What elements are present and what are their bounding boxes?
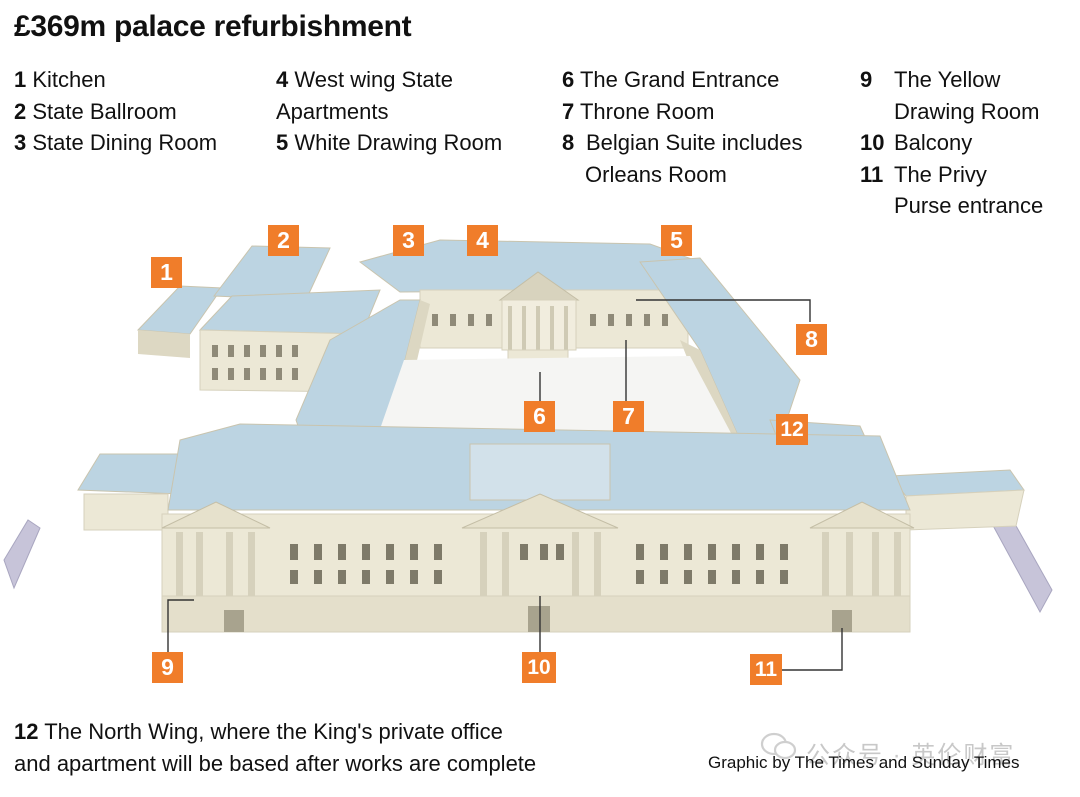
right-pediment <box>809 501 915 529</box>
marker-5: 5 <box>661 225 692 256</box>
east-wing-wall <box>680 340 740 440</box>
centre-pediment <box>461 493 619 529</box>
east-front-windows <box>290 544 788 584</box>
courtyard-facade-columns <box>508 306 568 350</box>
left-pavilion-wall <box>83 493 169 531</box>
graphic-credit: Graphic by The Times and Sunday Times <box>708 753 1020 772</box>
marker-12: 12 <box>776 414 808 445</box>
wechat-logo-icon <box>760 732 797 760</box>
left-pediment <box>161 501 271 529</box>
marker-8: 8 <box>796 324 827 355</box>
legend-item-yellow-drawing-room-cont: Drawing Room <box>894 98 1040 124</box>
marker-9: 9 <box>152 652 183 683</box>
marker-3: 3 <box>393 225 424 256</box>
legend-item-grand-entrance: 6 The Grand Entrance <box>562 67 780 92</box>
marker-11: 11 <box>750 654 782 685</box>
central-pediment-block <box>469 443 611 501</box>
legend-item-west-wing-cont: Apartments <box>276 98 389 124</box>
kitchen-block-wall <box>138 330 190 358</box>
legend-item-belgian-suite-cont: Orleans Room <box>585 161 727 187</box>
footnote-line-1: 12 The North Wing, where the King's priv… <box>14 719 503 744</box>
legend-item-privy-purse-cont: Purse entrance <box>894 193 1044 218</box>
west-range-windows <box>212 345 298 380</box>
legend-item-state-dining-room: 3 State Dining Room <box>14 130 218 155</box>
marker-10: 10 <box>522 652 556 683</box>
watermark-text: 公众号 · 英伦财富 <box>806 742 1016 769</box>
marker-7: 7 <box>613 401 644 432</box>
marker-6: 6 <box>524 401 555 432</box>
legend-column-1: 1 Kitchen 2 State Ballroom 3 State Dinin… <box>14 64 217 159</box>
leader-line-11 <box>782 628 843 671</box>
north-wing-footnote: 12 The North Wing, where the King's priv… <box>14 716 536 780</box>
legend-column-2: 4 West wing State Apartments 5 White Dra… <box>276 64 502 159</box>
east-front-archways <box>224 606 852 632</box>
legend-item-throne-room: 7 Throne Room <box>562 98 715 124</box>
page-title: £369m palace refurbishment <box>14 10 412 43</box>
leader-line-9 <box>167 599 194 654</box>
footnote-line-2: and apartment will be based after works … <box>14 751 537 776</box>
marker-2: 2 <box>268 225 299 256</box>
legend-item-kitchen: 1 Kitchen <box>14 67 106 92</box>
marker-1: 1 <box>151 257 182 288</box>
right-pavilion-wall <box>905 489 1025 531</box>
leader-lines <box>167 299 843 671</box>
courtyard-facade-windows <box>432 314 668 326</box>
left-boundary-wall <box>3 519 41 590</box>
legend-item-state-ballroom: 2 State Ballroom <box>14 98 177 124</box>
legend-item-west-wing: 4 West wing State <box>276 67 453 92</box>
legend-item-white-drawing-room: 5 White Drawing Room <box>276 130 503 155</box>
marker-4: 4 <box>467 225 498 256</box>
leader-line-8 <box>636 299 811 322</box>
east-front-columns <box>176 532 901 596</box>
